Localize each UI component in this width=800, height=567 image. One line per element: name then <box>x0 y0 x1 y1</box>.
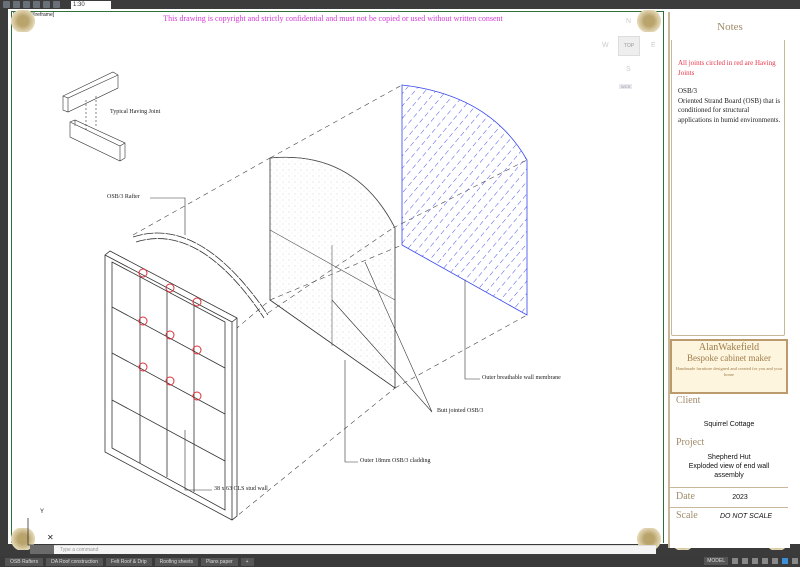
model-space-button[interactable]: MODEL <box>704 557 728 565</box>
stud-wall-label: 38 x 63 CLS stud wall <box>214 486 268 492</box>
breathable-membrane <box>401 84 528 316</box>
viewcube-north[interactable]: N <box>626 18 632 25</box>
layout-tabs: OSB Rafters DA Roof construction Felt Ro… <box>0 556 800 567</box>
project-value: Shepherd Hut Exploded view of end wall a… <box>688 454 770 479</box>
scale-select[interactable]: 1:30 <box>71 0 111 9</box>
tool-icon[interactable] <box>33 1 40 8</box>
osnap-icon[interactable] <box>772 558 778 564</box>
layout-tab[interactable]: Roofing sheets <box>154 557 198 566</box>
client-value: Squirrel Cottage <box>703 421 755 428</box>
command-line-buttons[interactable] <box>30 545 54 554</box>
viewcube-west[interactable]: W <box>602 42 609 49</box>
tool-icon[interactable] <box>43 1 50 8</box>
ucs-x-label: ✕ <box>47 533 54 542</box>
ucs-y-label: Y <box>40 509 45 515</box>
title-block <box>668 12 790 548</box>
cladding-label: Outer 18mm OSB/3 cladding <box>360 458 431 464</box>
date-label: Date <box>676 491 695 502</box>
company-name: AlanWakefield <box>698 342 760 353</box>
notes-heading: Notes <box>717 21 743 33</box>
having-joint-detail <box>62 71 126 162</box>
company-tagline: Handmade furniture designed and created … <box>675 366 783 377</box>
ortho-icon[interactable] <box>752 558 758 564</box>
polar-icon[interactable] <box>762 558 768 564</box>
tool-icon[interactable] <box>3 1 10 8</box>
notes-frame <box>671 40 785 336</box>
corner-ornament <box>10 10 36 32</box>
grid-icon[interactable] <box>732 558 738 564</box>
layout-tab[interactable]: OSB Rafters <box>5 557 44 566</box>
company-logo-block: AlanWakefield Bespoke cabinet maker Hand… <box>670 339 788 394</box>
corner-ornament <box>636 10 662 32</box>
scale-value: DO NOT SCALE <box>719 513 773 520</box>
tool-icon[interactable] <box>13 1 20 8</box>
membrane-label: Outer breathable wall membrane <box>482 375 561 381</box>
wcs-dropdown[interactable]: WCS <box>619 84 633 89</box>
viewcube-south[interactable]: S <box>626 66 631 73</box>
annotation-icon[interactable] <box>782 558 788 564</box>
having-joint-markers <box>138 268 202 401</box>
osb-cladding-panel <box>269 156 396 389</box>
joint-label: Typical Having Joint <box>110 109 161 115</box>
client-label: Client <box>676 395 701 406</box>
leader-lines <box>150 197 480 491</box>
company-subtitle: Bespoke cabinet maker <box>687 353 771 363</box>
tool-icon[interactable] <box>53 1 60 8</box>
viewcube-east[interactable]: E <box>651 42 656 49</box>
joint-note: All joints circled in red are Having Joi… <box>678 59 776 77</box>
stud-wall-frame <box>104 250 238 521</box>
project-label: Project <box>676 437 705 448</box>
add-layout-button[interactable]: + <box>240 557 254 566</box>
viewcube-top-face[interactable]: TOP <box>618 36 640 56</box>
date-value: 2023 <box>732 494 748 501</box>
tool-icon[interactable] <box>23 1 30 8</box>
customize-icon[interactable] <box>792 558 798 564</box>
corner-ornament <box>636 528 662 550</box>
layout-tab[interactable]: Felt Roof & Drip <box>106 557 152 566</box>
layout-tab[interactable]: DA Roof construction <box>46 557 104 566</box>
osb-note: OSB/3 Oriented Strand Board (OSB) that i… <box>678 87 781 124</box>
osb-rafter <box>132 232 269 319</box>
command-line-input[interactable]: Type a command <box>30 545 656 554</box>
snap-icon[interactable] <box>742 558 748 564</box>
scale-label: Scale <box>676 510 698 521</box>
quick-access-toolbar: 1:30 <box>0 0 800 9</box>
butt-joint-label: Butt jointed OSB/3 <box>437 408 484 414</box>
divider <box>670 487 788 488</box>
rafter-label: OSB/3 Rafter <box>107 194 140 200</box>
divider <box>670 507 788 508</box>
drawing-border <box>11 11 664 543</box>
copyright-notice: This drawing is copyright and strictly c… <box>163 14 503 23</box>
layout-tab[interactable]: Plans paper <box>200 557 238 566</box>
corner-ornament <box>10 528 36 550</box>
status-bar: MODEL <box>704 557 798 565</box>
